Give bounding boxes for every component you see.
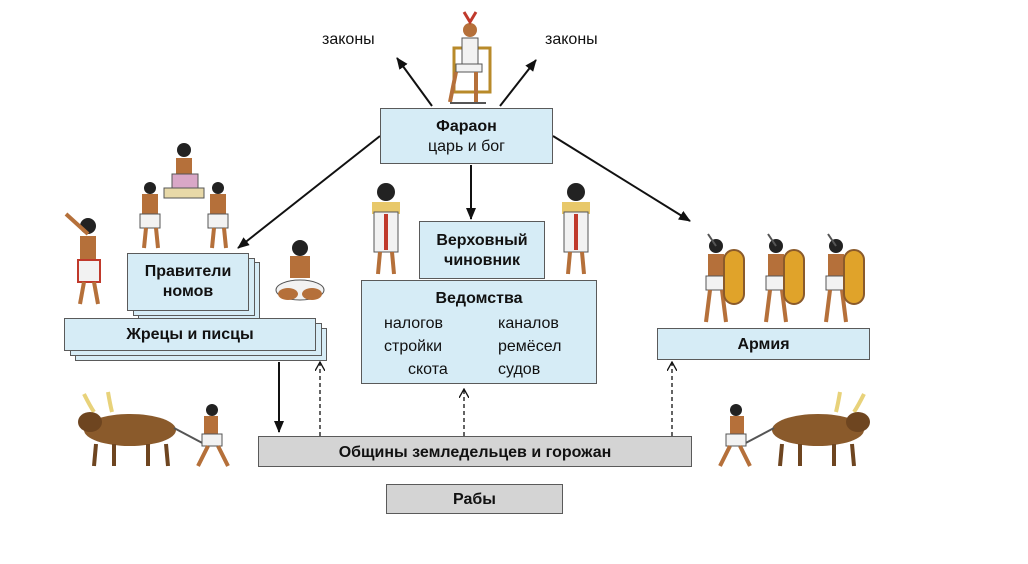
departments-title: Ведомства xyxy=(435,290,523,307)
laws-label-right: законы xyxy=(545,31,598,48)
department-crafts: ремёсел xyxy=(498,338,562,355)
official-figure-icon xyxy=(562,183,590,275)
plowman-with-oxen-right-icon xyxy=(718,391,870,467)
pharaoh-subtitle: царь и бог xyxy=(427,137,506,155)
supreme-official-box: Верховный чиновник xyxy=(419,221,545,279)
arrow-laws-left xyxy=(396,57,433,107)
official-figure-icon xyxy=(372,183,400,275)
priests-scribes-box: Жрецы и писцы xyxy=(64,318,316,351)
soldier-with-shield-figure-icon xyxy=(704,233,865,323)
communities-box: Общины земледельцев и горожан xyxy=(258,436,692,467)
nome-rulers-box: Правители номов xyxy=(127,253,249,311)
army-box: Армия xyxy=(657,328,870,360)
laws-label-left: законы xyxy=(322,31,375,48)
priest-figure-icon xyxy=(64,212,101,305)
ruler-on-throne-figure-icon xyxy=(139,143,229,249)
slaves-box: Рабы xyxy=(386,484,563,514)
department-taxes: налогов xyxy=(384,315,444,332)
slaves-label: Рабы xyxy=(453,491,496,508)
arrow-pharaoh-army xyxy=(552,135,691,222)
scribe-figure-icon xyxy=(275,240,325,301)
communities-label: Общины земледельцев и горожан xyxy=(338,444,612,461)
army-label: Армия xyxy=(737,336,790,353)
plowman-with-oxen-left-icon xyxy=(78,391,230,467)
departments-box: Ведомства налогов каналов стройки ремёсе… xyxy=(361,280,597,384)
priests-scribes-label: Жрецы и писцы xyxy=(126,326,254,343)
department-courts: судов xyxy=(498,361,541,378)
arrow-pharaoh-rulers xyxy=(237,135,381,249)
pharaoh-title: Фараон xyxy=(436,118,497,135)
pharaoh-figure-icon xyxy=(448,11,492,104)
nome-rulers-line1: Правители xyxy=(144,263,232,280)
nome-rulers-line2: номов xyxy=(162,282,214,300)
supreme-official-line1: Верховный xyxy=(436,232,528,249)
department-construction: стройки xyxy=(384,338,442,355)
supreme-official-line2: чиновник xyxy=(444,251,520,269)
arrow-laws-right xyxy=(499,59,537,107)
department-livestock: скота xyxy=(408,361,448,378)
department-canals: каналов xyxy=(498,315,559,332)
pharaoh-box: Фараон царь и бог xyxy=(380,108,553,164)
